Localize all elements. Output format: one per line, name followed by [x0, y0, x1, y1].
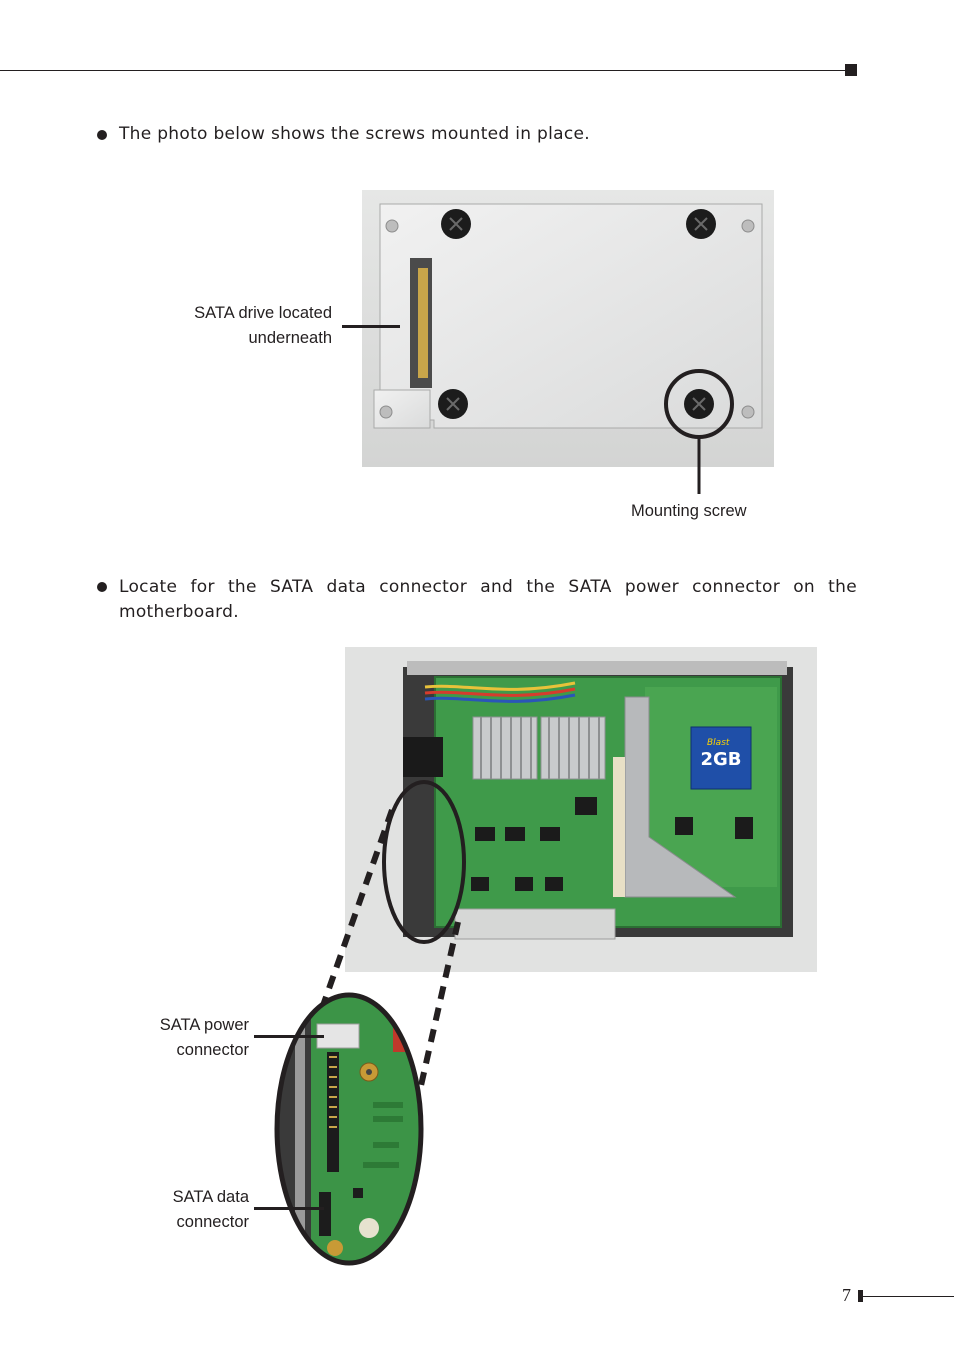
header-rule: [0, 70, 846, 71]
sata-drive-photo: [362, 190, 774, 467]
sata-drive-leader-line: [342, 325, 400, 328]
sata-power-leader-line: [254, 1035, 324, 1038]
sata-drive-illustration: [362, 190, 774, 467]
mounting-screw-callout: [664, 369, 734, 494]
bullet-text-screws: The photo below shows the screws mounted…: [119, 124, 590, 144]
magnified-connector-detail: [274, 992, 424, 1266]
bullet-text-locate-line1: Locate for the SATA data connector and t…: [119, 577, 857, 597]
footer-marker: [858, 1290, 863, 1302]
cf-card-brand: Blast: [707, 738, 730, 748]
cf-card-capacity: 2GB: [700, 749, 741, 770]
page-number: 7: [842, 1285, 851, 1305]
label-sata-drive: SATA drive located underneath: [194, 304, 332, 347]
label-sata-data-connector: SATA data connector: [172, 1188, 249, 1231]
motherboard-illustration: 2GB Blast: [345, 647, 817, 972]
label-sata-power-connector: SATA power connector: [159, 1016, 249, 1059]
bullet-text-locate-line2: motherboard.: [119, 602, 239, 622]
bullet-dot: [97, 130, 107, 140]
label-mounting-screw: Mounting screw: [631, 502, 747, 520]
bullet-dot: [97, 582, 107, 592]
motherboard-photo: 2GB Blast: [345, 647, 817, 972]
header-square-marker: [845, 64, 857, 76]
sata-data-leader-line: [254, 1207, 324, 1210]
footer-rule: [862, 1296, 954, 1297]
